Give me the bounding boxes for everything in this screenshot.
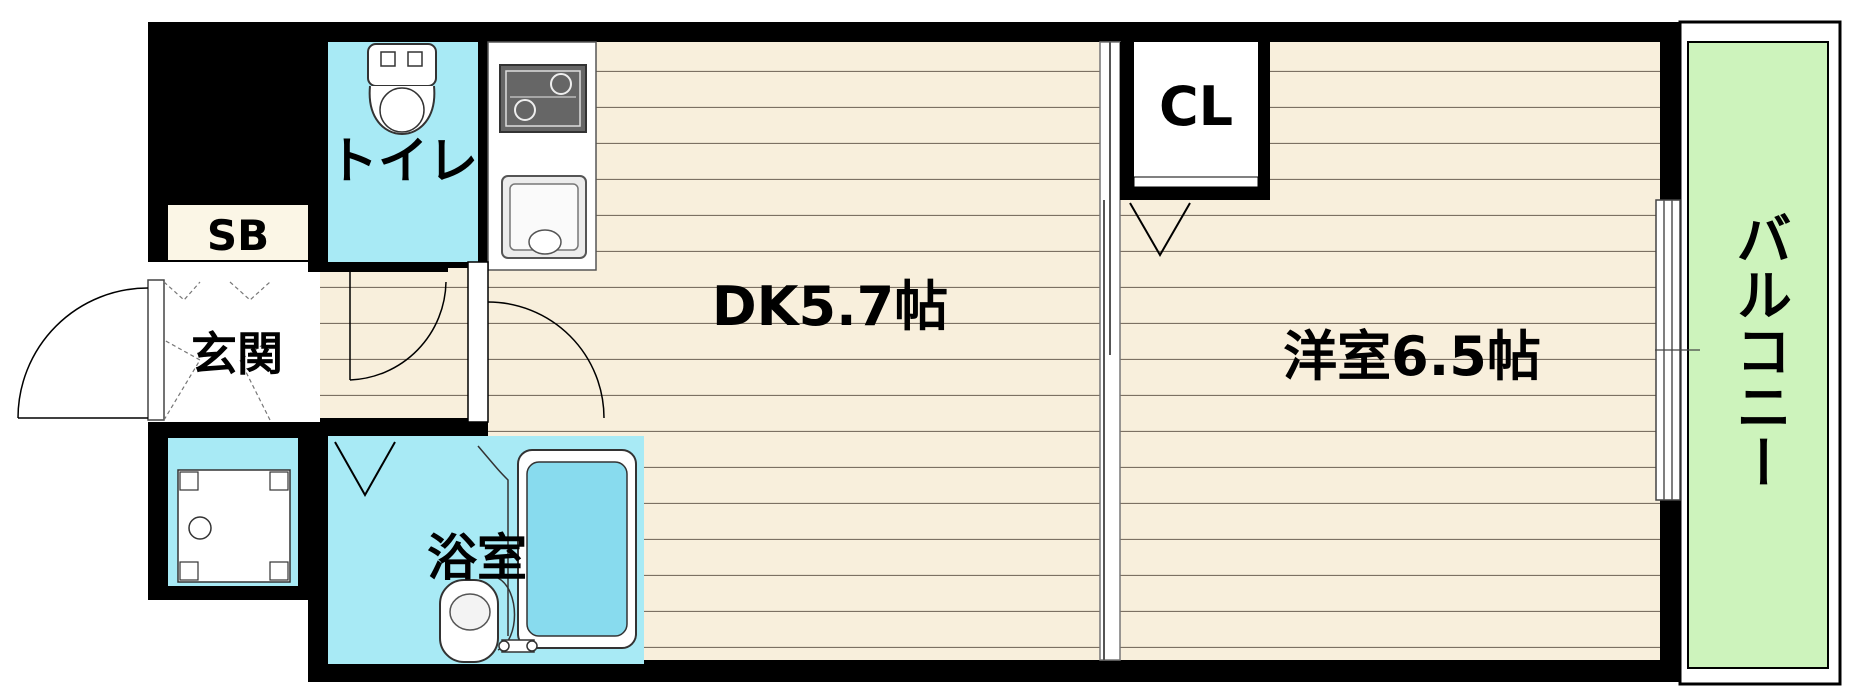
washbasin-icon	[439, 577, 516, 663]
kitchen-counter	[487, 41, 597, 271]
sink-icon	[501, 175, 587, 259]
dk-door	[467, 261, 605, 423]
toilet-door	[308, 262, 448, 381]
balcony	[1678, 20, 1842, 686]
toilet-label: トイレ	[328, 132, 478, 190]
bathroom	[328, 436, 644, 664]
sliding-partition	[1099, 41, 1121, 661]
dining-kitchen-label: DK5.7帖	[712, 275, 948, 338]
washing-machine-space	[168, 438, 298, 586]
closet-label: CL	[1159, 75, 1233, 138]
toilet-room	[328, 42, 478, 262]
entrance-label: 玄関	[191, 327, 283, 381]
hallway-floor	[320, 268, 490, 418]
western-room-label: 洋室6.5帖	[1283, 325, 1541, 388]
toilet-icon	[367, 43, 437, 135]
shoe-box	[168, 205, 308, 260]
closet	[1120, 42, 1270, 258]
faucet-icon	[498, 639, 538, 653]
bathtub-icon	[477, 445, 637, 649]
stove-icon	[499, 64, 587, 133]
balcony-window	[1655, 199, 1700, 501]
bathroom-label: 浴室	[427, 529, 527, 587]
shoe-box-label: SB	[207, 211, 269, 260]
balcony-label: バルコニー	[1727, 210, 1792, 490]
entrance	[147, 262, 320, 422]
front-door	[17, 287, 149, 419]
